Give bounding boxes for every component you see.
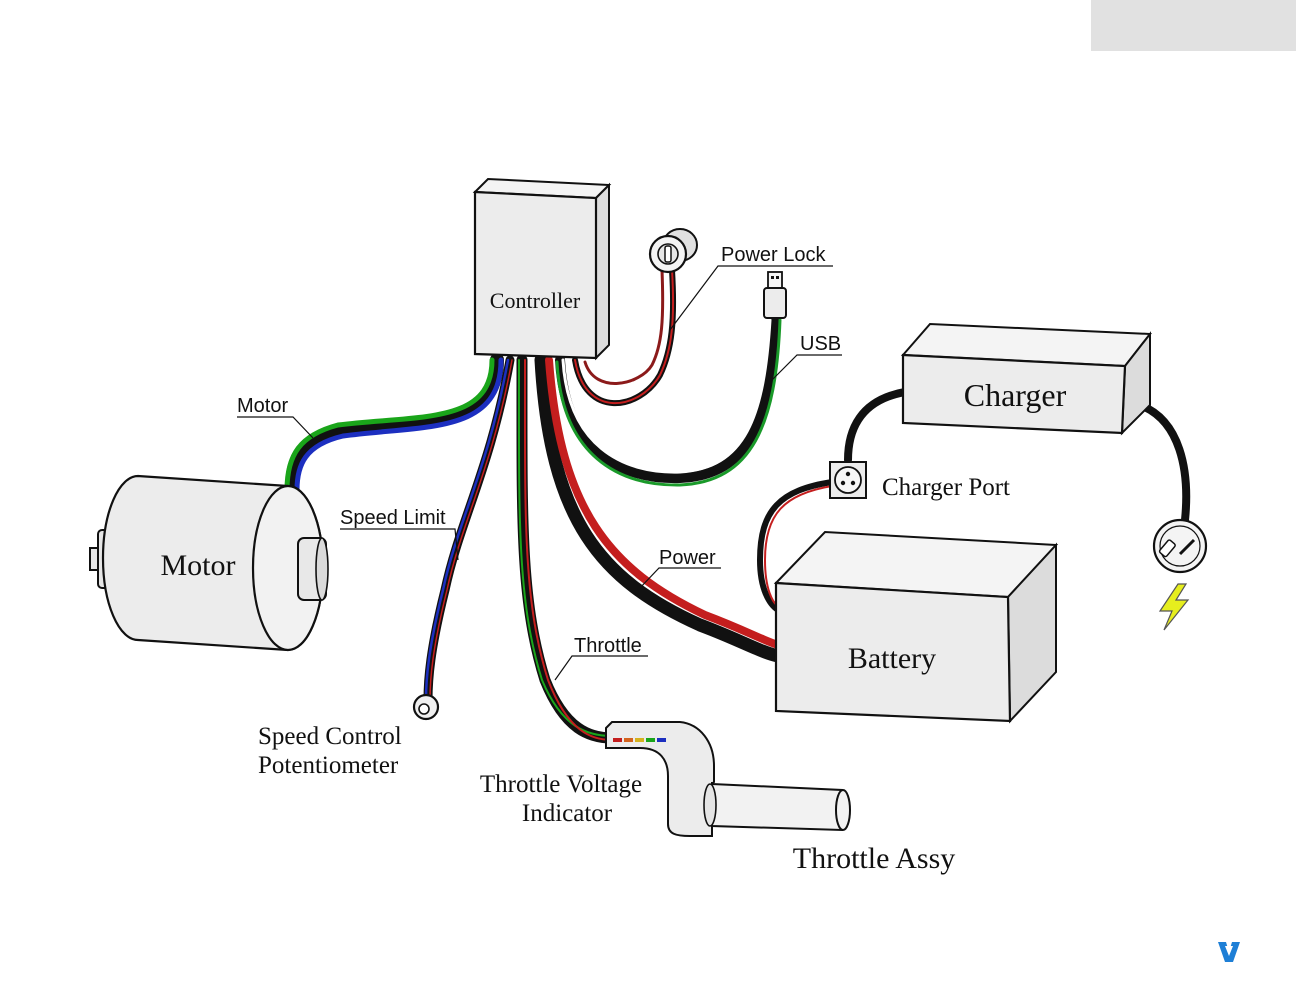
motor-label: Motor <box>161 549 236 582</box>
throttle-indicator-label-line2: Indicator <box>522 800 613 827</box>
battery-box <box>776 532 1056 721</box>
controller-box <box>475 179 609 358</box>
throttle-assy-label: Throttle Assy <box>793 842 956 875</box>
wall-plug-icon <box>1154 520 1206 572</box>
charger-port-label: Charger Port <box>882 474 1010 501</box>
callout-speed-limit: Speed Limit <box>340 507 446 529</box>
callout-power: Power <box>659 547 716 569</box>
controller-label: Controller <box>490 288 581 313</box>
charger-port-icon <box>830 462 866 498</box>
usb-plug-icon <box>764 272 786 318</box>
throttle-indicator-label-line1: Throttle Voltage <box>480 771 642 798</box>
callout-motor: Motor <box>237 395 288 417</box>
throttle-assembly <box>606 722 850 836</box>
callout-usb: USB <box>800 333 841 355</box>
power-lock-icon <box>650 229 697 272</box>
brand-logo-icon <box>1218 942 1240 962</box>
lightning-bolt-icon <box>1160 584 1188 630</box>
potentiometer-icon <box>414 695 438 719</box>
speed-control-label-line1: Speed Control <box>258 723 402 750</box>
battery-label: Battery <box>848 642 936 675</box>
speed-control-label-line2: Potentiometer <box>258 752 399 779</box>
charger-label: Charger <box>964 377 1067 413</box>
callout-power-lock: Power Lock <box>721 244 826 266</box>
callout-throttle: Throttle <box>574 635 642 657</box>
